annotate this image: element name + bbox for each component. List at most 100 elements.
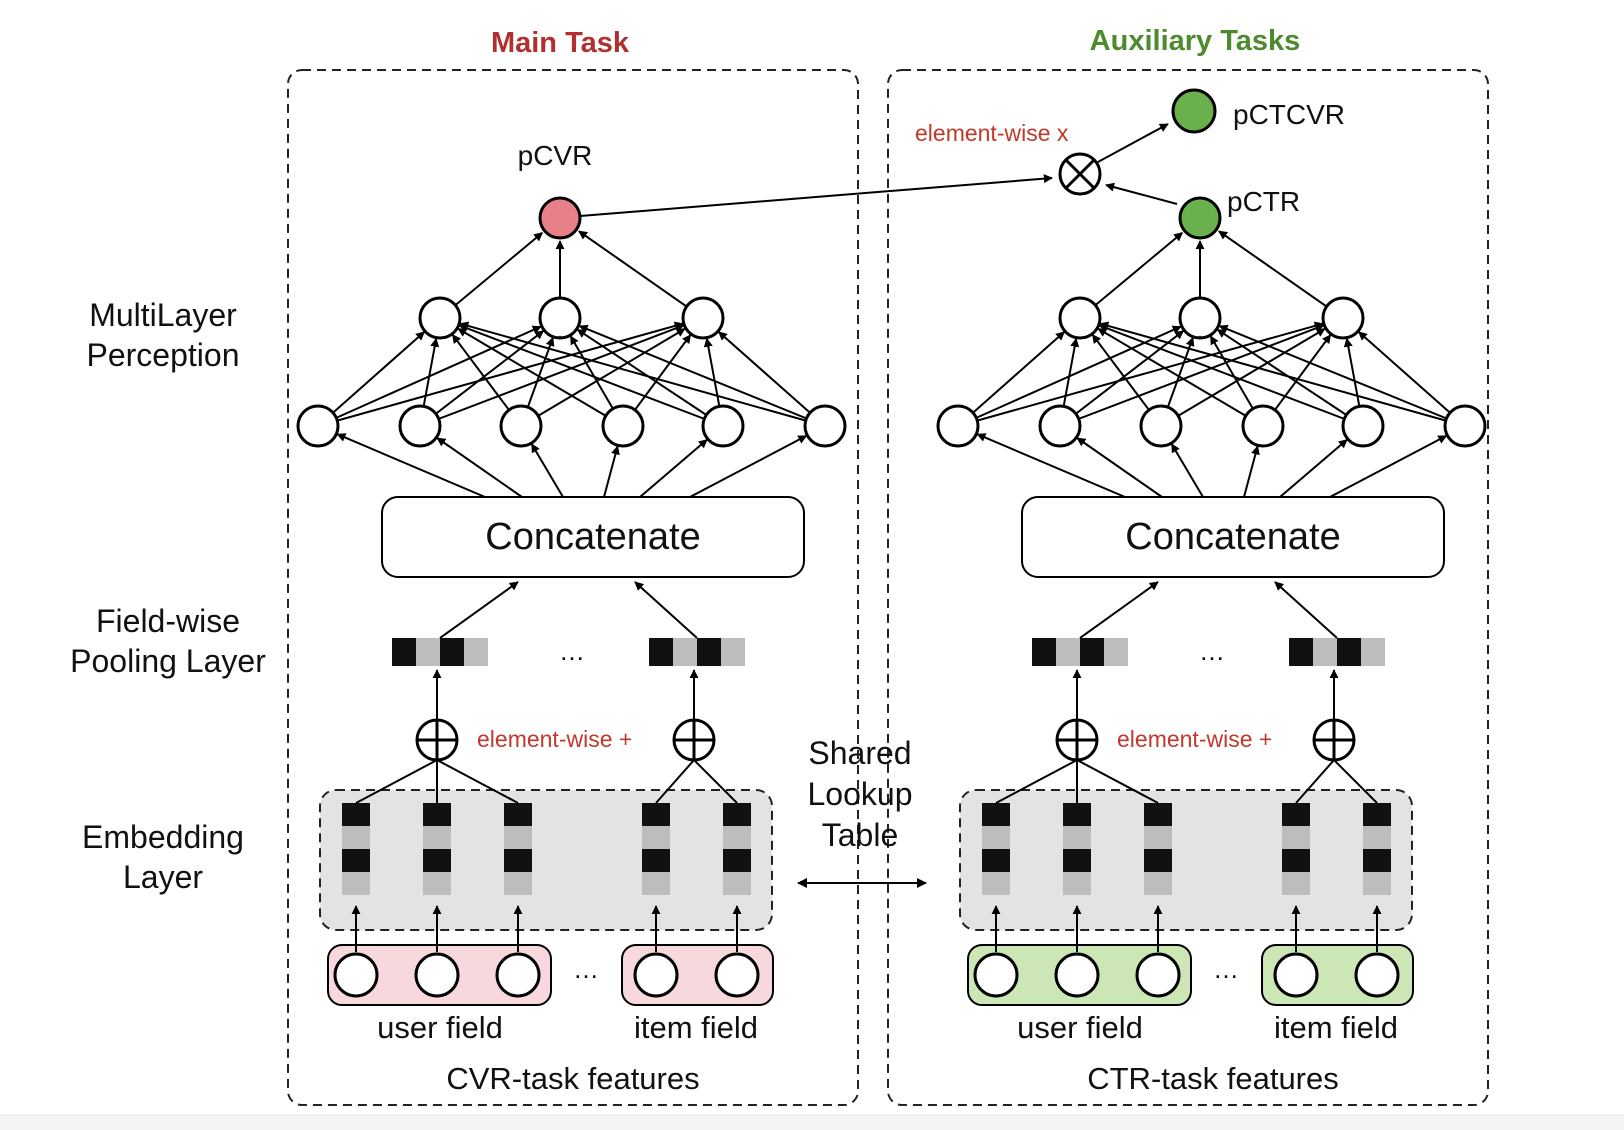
hidden-node-1 xyxy=(1341,404,1385,448)
embed-to-add-line xyxy=(1333,759,1378,804)
main-task-panel xyxy=(287,69,859,1106)
hidden-node-1 xyxy=(1241,404,1285,448)
add-op-icon xyxy=(672,718,716,762)
embed-to-add-line xyxy=(436,759,519,804)
pooled-vector-cell xyxy=(1337,638,1361,666)
embedding-vector-cell xyxy=(723,849,751,872)
embedding-vector-cell xyxy=(982,849,1010,872)
input-node xyxy=(1354,952,1400,998)
pooled-vector xyxy=(649,638,745,666)
hidden-ellipsis: … xyxy=(550,321,570,343)
mlp-edge xyxy=(1160,327,1326,427)
task-features-caption: CTR-task features xyxy=(1087,1061,1339,1096)
hidden-ellipsis: … xyxy=(1190,321,1210,343)
input-node xyxy=(333,952,379,998)
embedding-vector-cell xyxy=(342,826,370,849)
task-features-caption: CVR-task features xyxy=(446,1061,699,1096)
concat-edge xyxy=(1170,443,1204,498)
hidden-node-2 xyxy=(418,296,462,340)
input-node xyxy=(495,952,541,998)
embedding-vector-cell xyxy=(1144,849,1172,872)
mlp-edge xyxy=(459,321,826,427)
pctr-to-mult-arrow xyxy=(1105,182,1178,205)
field-ellipsis: … xyxy=(573,954,599,984)
concat-edge xyxy=(1243,445,1260,498)
concat-edge xyxy=(1279,438,1348,498)
mlp-label-line2: Perception xyxy=(87,337,240,373)
embedding-vector-cell xyxy=(1063,849,1091,872)
embedding-vector-cell xyxy=(723,872,751,895)
mlp-edge xyxy=(718,331,826,427)
embedding-vector-cell xyxy=(723,826,751,849)
embedding-vector xyxy=(423,803,451,895)
embedding-vector-cell xyxy=(1063,826,1091,849)
embedding-vector-cell xyxy=(982,803,1010,826)
embedding-vector-cell xyxy=(1363,872,1391,895)
embedding-vector-cell xyxy=(1144,803,1172,826)
embedding-vector xyxy=(642,803,670,895)
embedding-region xyxy=(959,789,1413,931)
mlp-edge xyxy=(419,330,545,427)
embedding-vector-cell xyxy=(504,826,532,849)
pooled-vector-cell xyxy=(464,638,488,666)
embedding-vector-cell xyxy=(1363,803,1391,826)
pcvr-to-mult-arrow xyxy=(579,174,1053,217)
pooled-vector-cell xyxy=(721,638,745,666)
pooled-ellipsis: … xyxy=(559,636,585,666)
embedding-vector-cell xyxy=(642,872,670,895)
mlp-edge xyxy=(1218,324,1466,427)
concatenate-box xyxy=(1021,496,1445,578)
pooled-vector-cell xyxy=(440,638,464,666)
item-field-label: item field xyxy=(634,1010,758,1045)
embedding-vector-cell xyxy=(1282,803,1310,826)
pctcvr-node xyxy=(1171,88,1217,134)
embedding-vector-cell xyxy=(342,849,370,872)
embedding-vector-cell xyxy=(423,826,451,849)
pcvr-label: pCVR xyxy=(518,140,593,171)
pooled-ellipsis: … xyxy=(1199,636,1225,666)
hidden-node-1 xyxy=(499,404,543,448)
embedding-vector-cell xyxy=(423,872,451,895)
pooled-vector xyxy=(1289,638,1385,666)
embedding-vector-cell xyxy=(982,826,1010,849)
embedding-vector xyxy=(1144,803,1172,895)
embedding-vector-cell xyxy=(642,849,670,872)
embedding-label-line1: Embedding xyxy=(82,819,244,855)
mlp-edge xyxy=(1097,327,1264,427)
embedding-vector-cell xyxy=(1282,872,1310,895)
aux-task-panel xyxy=(887,69,1489,1106)
input-node xyxy=(1135,952,1181,998)
embedding-vector-cell xyxy=(723,803,751,826)
embedding-vector-cell xyxy=(1363,826,1391,849)
input-node xyxy=(714,952,760,998)
pooled-vector xyxy=(1032,638,1128,666)
hidden-node-2 xyxy=(1321,296,1365,340)
mlp-edge xyxy=(1059,330,1185,427)
hidden-node-1 xyxy=(296,404,340,448)
pooled-vector-cell xyxy=(1104,638,1128,666)
pool-to-concat-arrow xyxy=(634,581,698,639)
mult-to-pctcvr-arrow xyxy=(1097,123,1169,163)
concatenate-box xyxy=(381,496,805,578)
hidden-node-2 xyxy=(1178,296,1222,340)
shared-lookup-line1: Shared xyxy=(808,735,911,771)
embed-to-add-line xyxy=(995,759,1078,804)
mlp-edge xyxy=(1059,324,1325,427)
concat-edge xyxy=(530,443,564,498)
output-edge xyxy=(439,231,544,319)
hidden-node-1 xyxy=(398,404,442,448)
pool-to-concat-arrow xyxy=(1274,581,1338,639)
pcvr-node xyxy=(538,196,582,240)
add-op-icon xyxy=(1055,718,1099,762)
concat-edge xyxy=(639,438,708,498)
concat-edge xyxy=(603,445,620,498)
pctr-node xyxy=(1178,196,1222,240)
embedding-vector-cell xyxy=(504,849,532,872)
pooled-vector-cell xyxy=(1056,638,1080,666)
hidden-node-2 xyxy=(681,296,725,340)
hidden-node-1 xyxy=(1038,404,1082,448)
pool-to-concat-arrow xyxy=(1079,581,1159,639)
pooled-vector-cell xyxy=(649,638,673,666)
pooled-vector-cell xyxy=(1361,638,1385,666)
